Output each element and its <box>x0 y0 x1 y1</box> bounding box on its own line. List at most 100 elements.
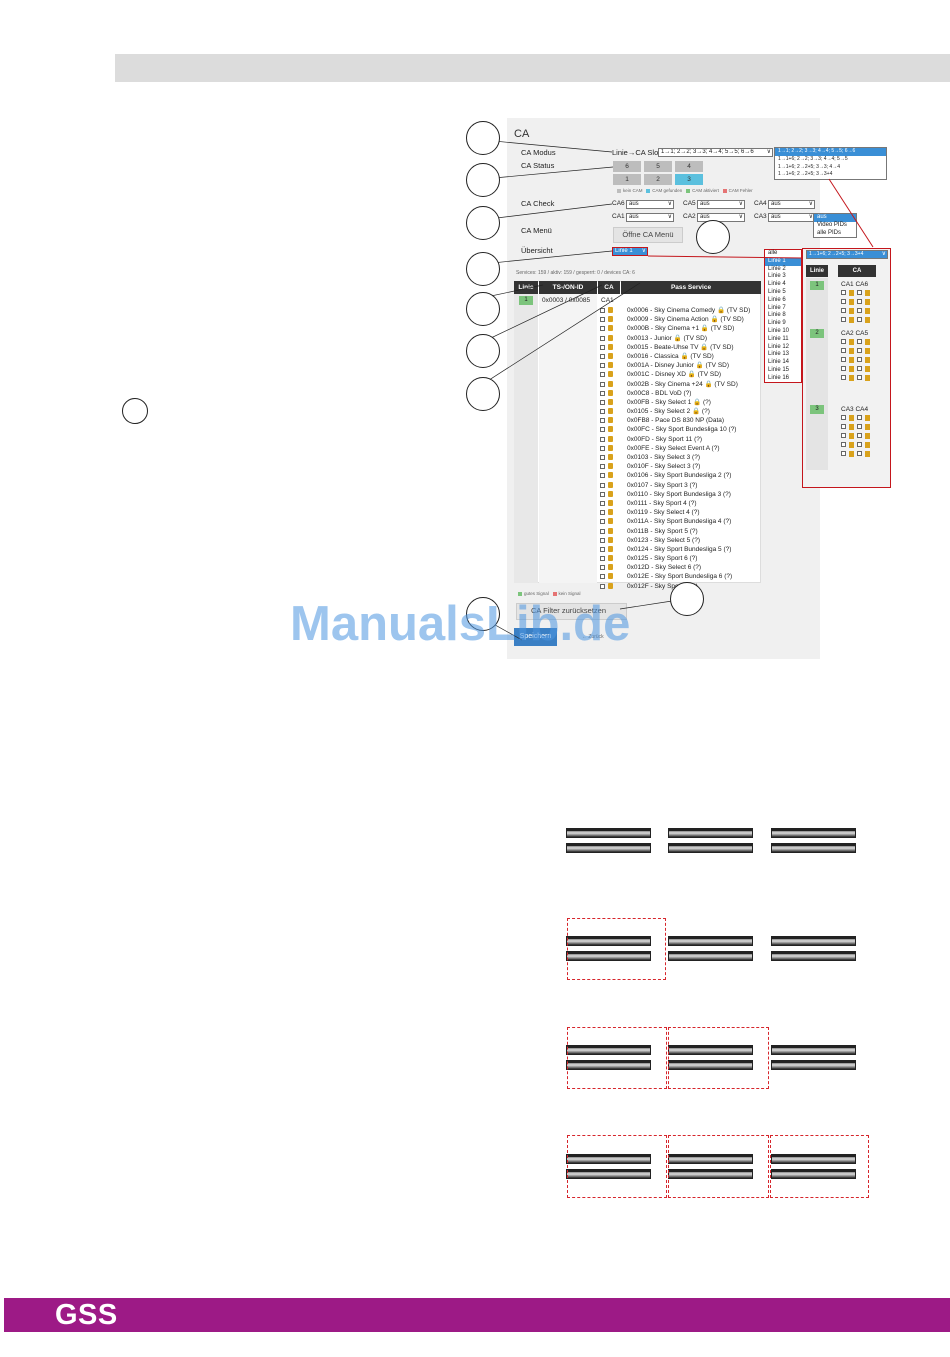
modus-option-4[interactable]: 1→1+6; 2→2+5; 3→3+4 <box>778 171 833 178</box>
ca-modus-dropdown[interactable]: 1→1; 2→2; 3→3; 4→4; 5→5; 6→6 1→1+6; 2→2;… <box>774 147 887 180</box>
overview-select[interactable]: Linie 1 <box>612 247 648 256</box>
zoom-checkbox[interactable] <box>841 317 846 322</box>
service-checkbox[interactable] <box>600 574 605 580</box>
service-checkbox[interactable] <box>600 546 605 552</box>
service-checkbox[interactable] <box>600 317 605 323</box>
zoom-checkbox[interactable] <box>841 339 846 344</box>
ca-check-select-ca4[interactable]: aus <box>768 200 815 209</box>
back-link[interactable]: ← Zurück <box>582 634 604 640</box>
ca-modus-select[interactable]: 1→1; 2→2; 3→3; 4→4; 5→5; 6→6 <box>658 148 773 157</box>
service-checkbox[interactable] <box>600 381 605 387</box>
service-checkbox[interactable] <box>600 537 605 543</box>
service-checkbox[interactable] <box>600 528 605 534</box>
open-ca-menu-button[interactable]: Öffne CA Menü <box>613 227 683 243</box>
linie-option[interactable]: Linie 14 <box>768 359 790 366</box>
linie-option[interactable]: Linie 12 <box>768 343 790 350</box>
service-checkbox[interactable] <box>600 427 605 433</box>
linie-option[interactable]: Linie 3 <box>768 273 786 280</box>
modus-option-2[interactable]: 1→1+6; 2→2; 3→3; 4→4; 5→5 <box>778 155 848 162</box>
zoom-checkbox[interactable] <box>841 424 846 429</box>
zoom-checkbox[interactable] <box>841 451 846 456</box>
zoom-checkbox[interactable] <box>857 290 862 295</box>
service-checkbox[interactable] <box>600 399 605 405</box>
ca-check-select-ca6[interactable]: aus <box>626 200 674 209</box>
ca-filter-reset-button[interactable]: CA Filter zurücksetzen <box>516 603 627 620</box>
zoom-checkbox[interactable] <box>857 299 862 304</box>
service-checkbox[interactable] <box>600 455 605 460</box>
check-option-aus[interactable]: aus <box>814 214 856 222</box>
service-checkbox[interactable] <box>600 482 605 488</box>
service-checkbox[interactable] <box>600 372 605 378</box>
service-checkbox[interactable] <box>600 335 605 341</box>
zoom-checkbox[interactable] <box>841 308 846 313</box>
service-checkbox[interactable] <box>600 418 605 424</box>
linie-option[interactable]: alle <box>768 250 778 256</box>
zoom-checkbox[interactable] <box>841 299 846 304</box>
service-checkbox[interactable] <box>600 344 605 350</box>
service-checkbox[interactable] <box>600 445 605 451</box>
linie-option[interactable]: Linie 16 <box>768 374 790 381</box>
zoom-checkbox[interactable] <box>841 375 846 380</box>
service-checkbox[interactable] <box>600 473 605 479</box>
zoom-checkbox[interactable] <box>841 415 846 420</box>
service-checkbox[interactable] <box>600 409 605 415</box>
service-checkbox[interactable] <box>600 565 605 571</box>
zoom-checkbox[interactable] <box>857 433 862 438</box>
zoom-checkbox[interactable] <box>841 442 846 447</box>
zoom-ca-group-3: CA3 CA4 <box>841 406 869 413</box>
service-checkbox[interactable] <box>600 510 605 516</box>
linie-option[interactable]: Linie 10 <box>768 327 790 334</box>
zoom-checkbox[interactable] <box>857 375 862 380</box>
zoom-checkbox[interactable] <box>857 424 862 429</box>
zoom-checkbox[interactable] <box>857 339 862 344</box>
zoom-checkbox[interactable] <box>841 348 846 353</box>
service-checkbox[interactable] <box>600 436 605 442</box>
linie-option[interactable]: Linie 6 <box>768 296 786 303</box>
zoom-checkbox[interactable] <box>857 357 862 362</box>
service-checkbox[interactable] <box>600 308 605 313</box>
service-checkbox[interactable] <box>600 519 605 525</box>
zoom-checkbox[interactable] <box>857 308 862 313</box>
linie-option[interactable]: Linie 2 <box>768 265 786 272</box>
service-label: 0x012F - Sky Sport 7 (?) <box>627 582 698 590</box>
check-option-all-pids[interactable]: alle PIDs <box>817 229 842 236</box>
ca-check-select-ca1[interactable]: aus <box>626 213 674 222</box>
service-checkbox[interactable] <box>600 363 605 369</box>
zoom-checkbox[interactable] <box>841 433 846 438</box>
ca-check-dropdown[interactable]: aus Video PIDs alle PIDs <box>813 213 857 238</box>
modus-option-3[interactable]: 1→1+6; 2→2+5; 3→3; 4→4 <box>778 163 840 170</box>
zoom-checkbox[interactable] <box>857 348 862 353</box>
linie-option[interactable]: Linie 5 <box>768 288 786 295</box>
zoom-checkbox[interactable] <box>841 290 846 295</box>
service-checkbox[interactable] <box>600 491 605 497</box>
zoom-col-ca: CA <box>838 265 876 277</box>
zoom-checkbox[interactable] <box>857 451 862 456</box>
linie-option[interactable]: Linie 8 <box>768 312 786 319</box>
linie-option[interactable]: Linie 11 <box>768 335 789 342</box>
zoom-checkbox[interactable] <box>857 317 862 322</box>
service-checkbox[interactable] <box>600 353 605 359</box>
zoom-checkbox[interactable] <box>841 366 846 371</box>
save-button[interactable]: Speichern <box>514 628 557 646</box>
linie-option[interactable]: Linie 9 <box>768 320 786 327</box>
linie-option[interactable]: Linie 7 <box>768 304 786 311</box>
service-checkbox[interactable] <box>600 583 605 589</box>
zoom-checkbox[interactable] <box>857 442 862 447</box>
service-checkbox[interactable] <box>600 326 605 332</box>
service-checkbox[interactable] <box>600 390 605 396</box>
linie-option[interactable]: Linie 13 <box>768 351 790 358</box>
service-checkbox[interactable] <box>600 556 605 562</box>
linie-option[interactable]: Linie 1 <box>765 257 801 266</box>
zoom-modus-select[interactable]: 1→1+6; 2→2+5; 3→3+4 <box>806 250 888 259</box>
service-checkbox[interactable] <box>600 500 605 506</box>
linie-option[interactable]: Linie 15 <box>768 366 790 373</box>
check-option-video-pids[interactable]: Video PIDs <box>817 221 847 228</box>
ca-check-select-ca5[interactable]: aus <box>697 200 745 209</box>
zoom-checkbox[interactable] <box>841 357 846 362</box>
service-checkbox[interactable] <box>600 464 605 470</box>
modus-option-1[interactable]: 1→1; 2→2; 3→3; 4→4; 5→5; 6→6 <box>775 148 886 156</box>
zoom-checkbox[interactable] <box>857 415 862 420</box>
zoom-checkbox[interactable] <box>857 366 862 371</box>
linie-option[interactable]: Linie 4 <box>768 281 786 288</box>
